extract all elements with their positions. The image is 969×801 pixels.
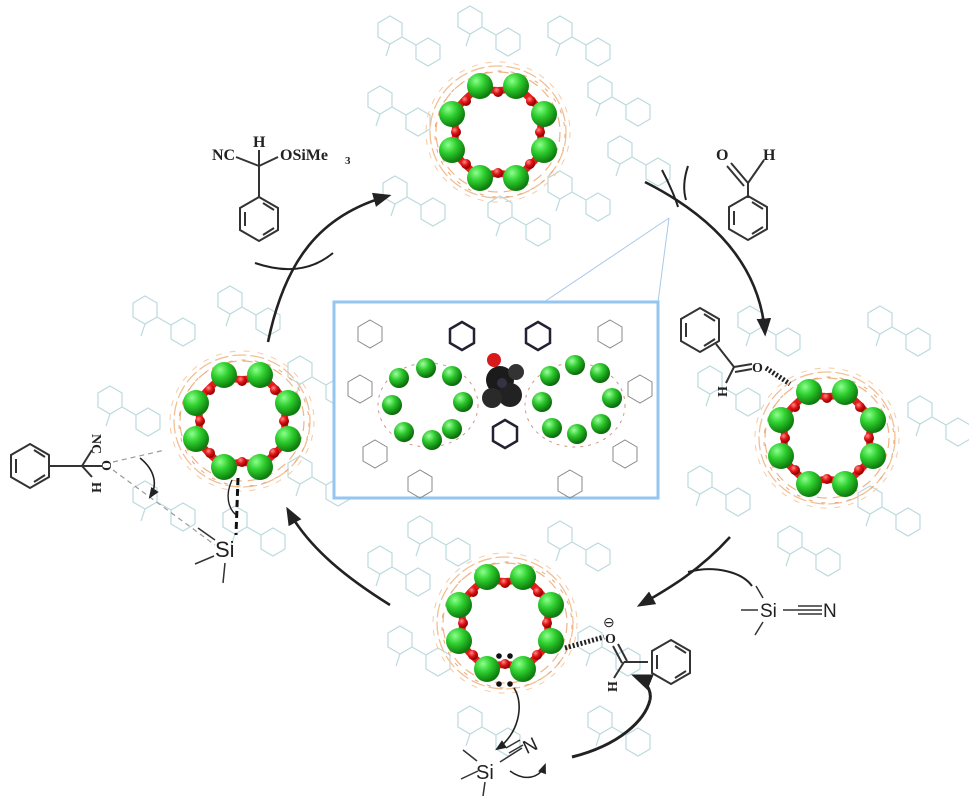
cycle-arrows [266,180,772,607]
left-nc-label: NC [88,434,103,454]
product-h-label: H [253,134,266,151]
product-cyanohydrin-ether: NC H OSiMe 3 [212,134,351,242]
tmscn-si-label: Si [760,601,777,622]
tmscn-n-label: N [823,601,837,622]
negative-charge-icon: ⊖ [603,614,615,630]
macrocycle-right [755,368,899,508]
bound-h-label: H [716,386,731,397]
left-h-label: H [88,482,103,493]
activated-h-label: H [606,681,621,692]
substrate-benzaldehyde: O H [716,147,776,241]
activated-aldehyde: O ⊖ H [564,614,691,692]
product-nc-label: NC [212,147,235,164]
tmscn-reagent: Si N [741,585,837,636]
left-o-label: O [98,460,113,471]
left-si-label: Si [215,537,235,562]
product-osime-label: OSiMe [280,147,328,164]
macrocycle-bottom [433,553,577,693]
macrocycle-left [170,351,314,491]
left-intermediate: NC O H Si [10,434,240,584]
reagent-arrows [254,165,753,759]
activated-o-label: O [605,632,616,647]
substrate-h-label: H [763,147,776,164]
product-subscript: 3 [345,155,351,167]
attack-n-label: N [520,734,541,759]
inset-host-guest-model [347,319,653,499]
bound-benzaldehyde: O H [680,307,792,397]
bound-o-label: O [752,361,763,376]
substrate-o-label: O [716,147,728,164]
lone-pair-dots [496,653,513,687]
inset-connector-lines [543,217,670,303]
attack-si-label: Si [476,762,494,784]
tmscn-attack: Si N [460,687,546,797]
